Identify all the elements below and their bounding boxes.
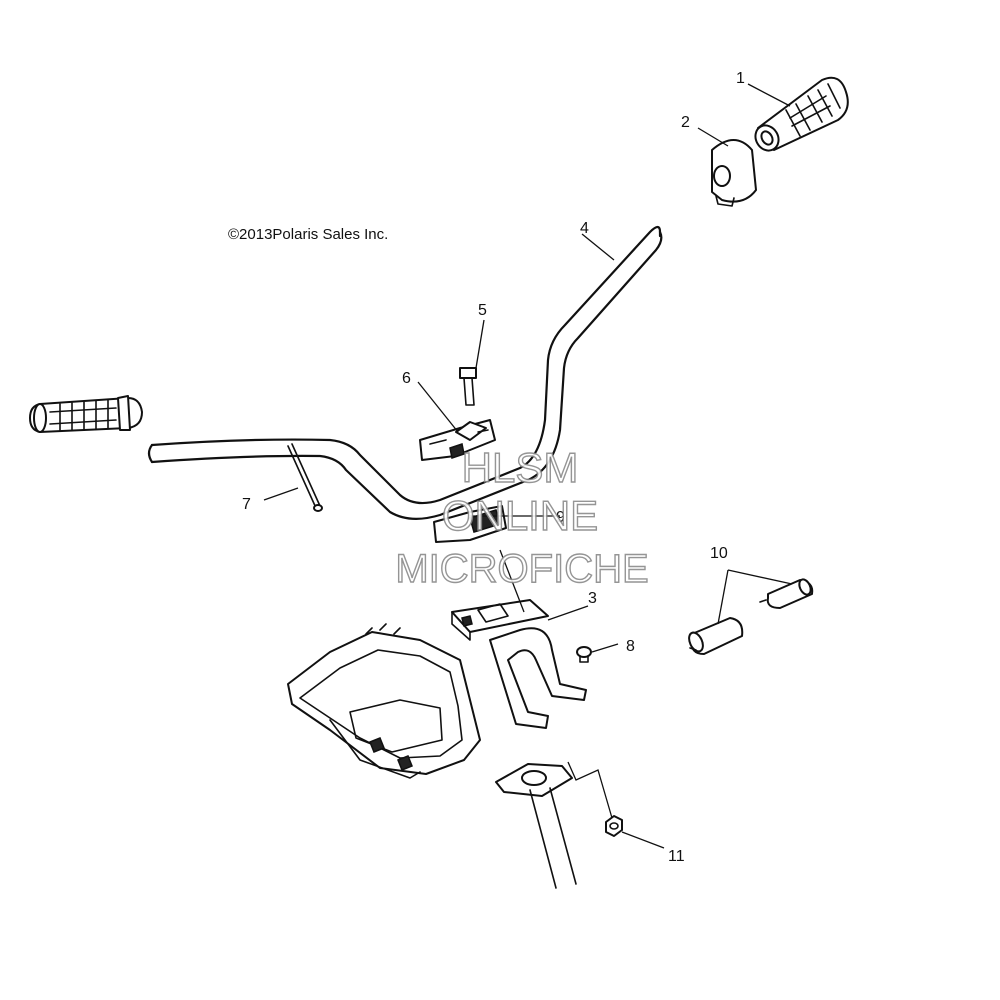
watermark: HLSM ONLINE MICROFICHE	[395, 443, 650, 591]
grip-left	[29, 395, 143, 433]
instrument-housing	[287, 623, 481, 779]
callout-10: 10	[710, 545, 728, 562]
pin	[287, 443, 323, 512]
grip-right	[754, 76, 849, 152]
throttle-housing	[711, 139, 757, 207]
leader-lines	[263, 83, 793, 849]
callout-9: 9	[556, 509, 565, 526]
callout-4: 4	[580, 220, 589, 237]
copyright-text: ©2013Polaris Sales Inc.	[228, 226, 388, 243]
bolt	[459, 367, 477, 406]
callout-2: 2	[681, 114, 690, 131]
callout-3: 3	[588, 590, 597, 607]
callout-7: 7	[242, 496, 251, 513]
callout-6: 6	[402, 370, 411, 387]
screw	[576, 646, 592, 663]
steering-column	[495, 763, 577, 889]
upper-clamp	[419, 419, 496, 461]
switch-pair	[688, 578, 814, 655]
callout-1: 1	[736, 70, 745, 87]
handlebar	[147, 225, 663, 520]
callout-8: 8	[626, 638, 635, 655]
watermark-line-2: ONLINE	[442, 492, 598, 539]
callout-5: 5	[478, 302, 487, 319]
callout-11: 11	[668, 848, 685, 865]
steering-bracket	[451, 599, 587, 729]
watermark-line-1: HLSM	[462, 444, 579, 491]
watermark-line-3: MICROFICHE	[395, 547, 648, 591]
nut	[605, 815, 623, 837]
